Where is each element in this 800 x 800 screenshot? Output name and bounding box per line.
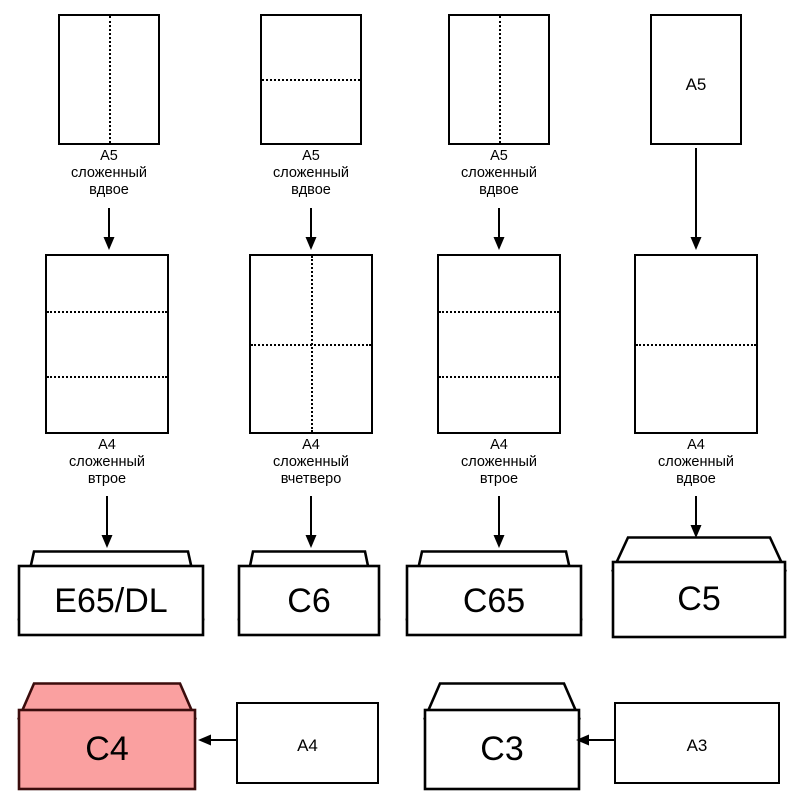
arrow-col4-middle [690, 496, 702, 538]
sheet-a4-col1 [45, 254, 169, 434]
fold-line-vertical [311, 256, 313, 432]
arrow-col3-middle [493, 496, 505, 548]
arrow-col3-top [493, 208, 505, 250]
arrow-col1-top [103, 208, 115, 250]
envelope-body [423, 708, 581, 791]
caption-col3-middle: A4 сложенный втрое [460, 437, 538, 487]
arrow-col2-top [305, 208, 317, 250]
sheet-a4-bottom: A4 [236, 702, 379, 784]
sheet-a4-col3 [437, 254, 561, 434]
sheet-a5-col4: A5 [650, 14, 742, 145]
arrow-col1-middle [101, 496, 113, 548]
fold-line-horizontal-1 [47, 311, 167, 313]
caption-col1-top: A5 сложенный вдвое [70, 148, 148, 198]
fold-line-horizontal [262, 79, 360, 81]
envelope-c65[interactable]: C65 [404, 548, 584, 638]
fold-line-horizontal-2 [439, 376, 559, 378]
envelope-c6[interactable]: C6 [236, 548, 382, 638]
envelope-body [237, 564, 381, 637]
caption-col2-top: A5 сложенный вдвое [272, 148, 350, 198]
arrow-col4-top [690, 148, 702, 250]
envelope-e65-dl[interactable]: E65/DL [16, 548, 206, 638]
sheet-label: A4 [297, 736, 318, 755]
fold-line-horizontal [636, 344, 756, 346]
arrow-a3-to-c3 [576, 734, 618, 746]
caption-col3-top: A5 сложенный вдвое [460, 148, 538, 198]
sheet-a4-col2 [249, 254, 373, 434]
sheet-a5-col2 [260, 14, 362, 145]
fold-line-horizontal-1 [439, 311, 559, 313]
sheet-a3-bottom: A3 [614, 702, 780, 784]
sheet-a5-col1 [58, 14, 160, 145]
caption-col2-middle: A4 сложенный вчетверо [272, 437, 350, 487]
sheet-a5-col3 [448, 14, 550, 145]
envelope-c5[interactable]: C5 [610, 534, 788, 640]
arrow-col2-middle [305, 496, 317, 548]
envelope-body [405, 564, 583, 637]
envelope-body [17, 708, 197, 791]
sheet-a4-col4 [634, 254, 758, 434]
envelope-c4[interactable]: C4 [16, 680, 198, 792]
sheet-label: A5 [685, 75, 707, 94]
envelope-body [17, 564, 205, 637]
fold-line-horizontal-2 [47, 376, 167, 378]
fold-line-vertical [499, 16, 501, 143]
envelope-body [611, 560, 787, 639]
caption-col1-middle: A4 сложенный втрое [68, 437, 146, 487]
caption-col4-middle: A4 сложенный вдвое [657, 437, 735, 487]
fold-line-vertical [109, 16, 111, 143]
envelope-c3[interactable]: C3 [422, 680, 582, 792]
sheet-label: A3 [686, 736, 708, 755]
arrow-a4-to-c4 [198, 734, 240, 746]
